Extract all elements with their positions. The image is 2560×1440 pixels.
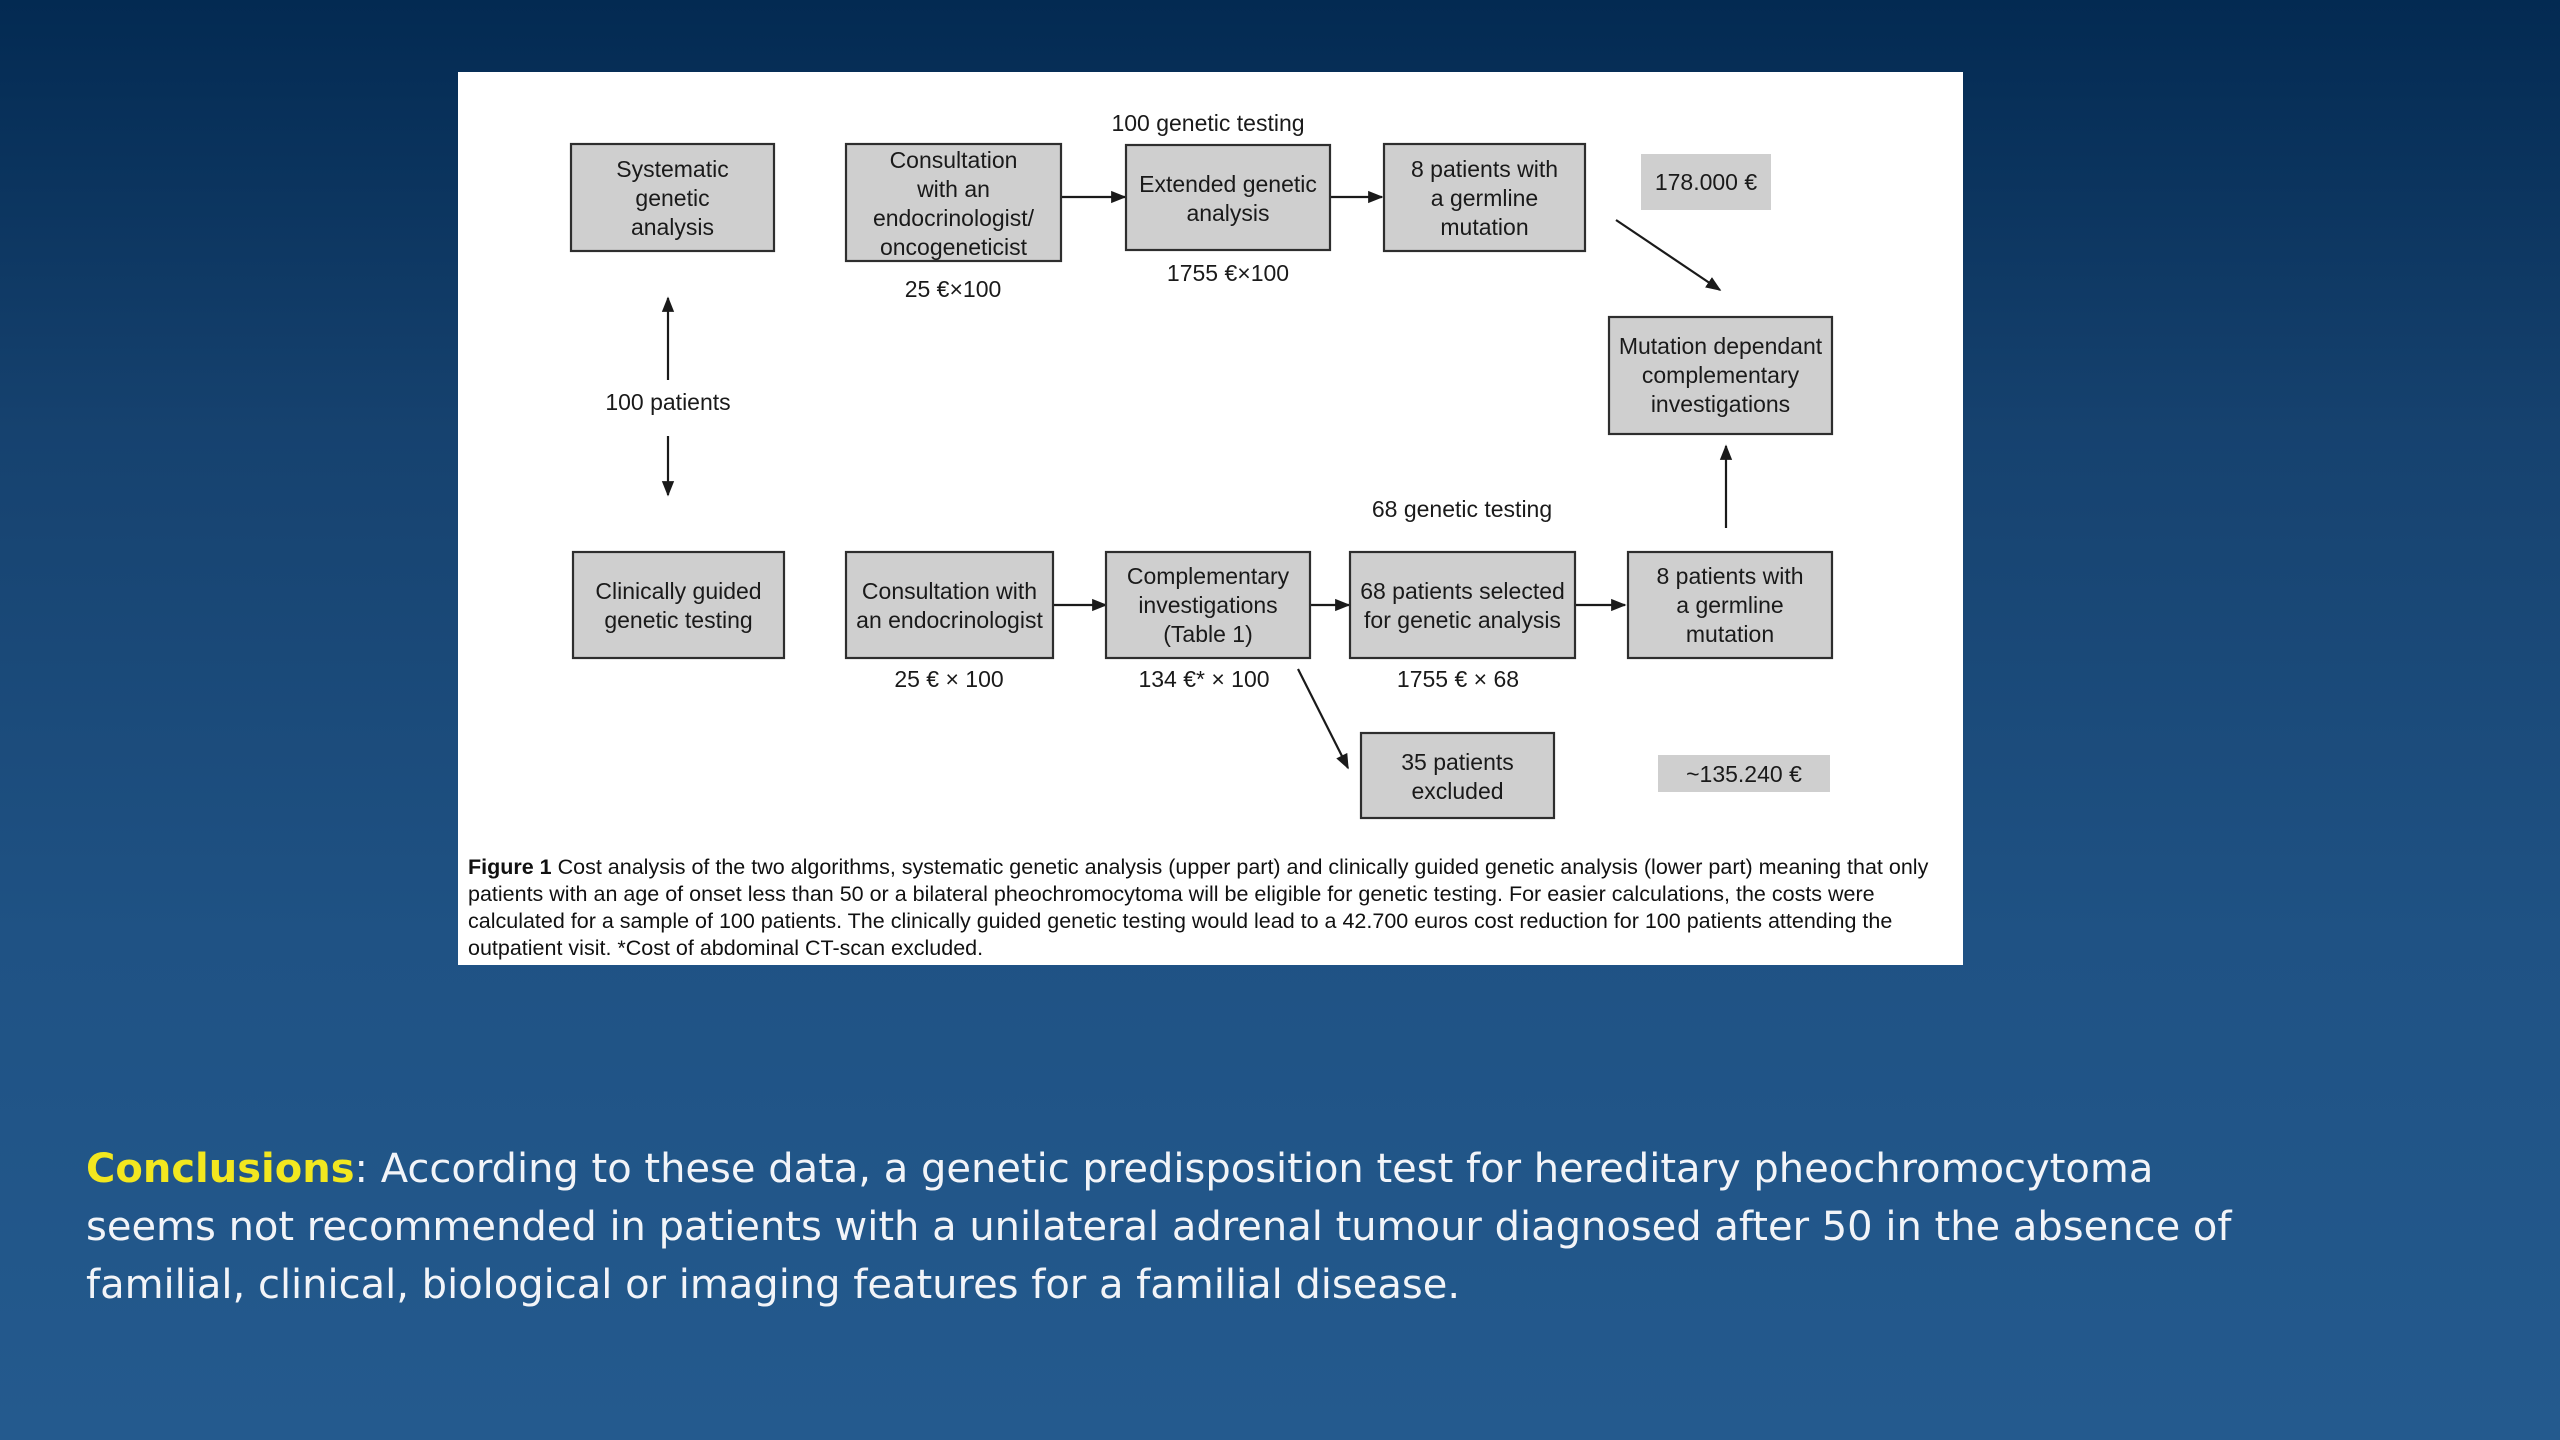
mutation-dependant-box: Mutation dependant complementary investi… — [1607, 315, 1834, 436]
svg-text:analysis: analysis — [1186, 200, 1269, 226]
lower-box-germline: 8 patients with a germline mutation — [1626, 550, 1834, 660]
conclusion-label: Conclusions — [86, 1146, 355, 1192]
svg-text:(Table 1): (Table 1) — [1163, 621, 1252, 647]
lower-box-consultation: Consultation with an endocrinologist — [844, 550, 1055, 660]
svg-text:Complementary: Complementary — [1127, 563, 1290, 589]
lower-consultation-cost: 25 € × 100 — [894, 666, 1003, 692]
caption-text: Cost analysis of the two algorithms, sys… — [468, 855, 1929, 960]
svg-text:excluded: excluded — [1411, 778, 1503, 804]
svg-text:Consultation with: Consultation with — [862, 578, 1037, 604]
upper-extended-cost: 1755 €×100 — [1167, 260, 1289, 286]
svg-text:genetic testing: genetic testing — [604, 607, 752, 633]
lower-complementary-cost: 134 €* × 100 — [1138, 666, 1269, 692]
svg-text:genetic: genetic — [635, 185, 709, 211]
lower-selected-cost: 1755 € × 68 — [1397, 666, 1519, 692]
svg-text:investigations: investigations — [1138, 592, 1277, 618]
arrow-upper-to-mutation — [1615, 219, 1722, 291]
upper-box-extended-analysis: Extended genetic analysis — [1124, 143, 1332, 252]
svg-text:8 patients with: 8 patients with — [1656, 563, 1803, 589]
svg-text:for genetic analysis: for genetic analysis — [1364, 607, 1561, 633]
upper-total-cost: 178.000 € — [1641, 154, 1771, 210]
svg-text:complementary: complementary — [1642, 362, 1800, 388]
figure-caption: Figure 1 Cost analysis of the two algori… — [468, 854, 1958, 962]
conclusion-separator: : — [354, 1146, 368, 1192]
arrow-to-excluded — [1297, 668, 1349, 770]
lower-top-label: 68 genetic testing — [1372, 496, 1552, 522]
svg-text:an endocrinologist: an endocrinologist — [856, 607, 1043, 633]
svg-text:a germline: a germline — [1676, 592, 1783, 618]
svg-text:68 patients selected: 68 patients selected — [1360, 578, 1565, 604]
svg-text:~135.240 €: ~135.240 € — [1686, 761, 1802, 787]
svg-text:oncogeneticist: oncogeneticist — [880, 234, 1028, 260]
svg-text:Extended genetic: Extended genetic — [1139, 171, 1317, 197]
flowchart: 100 genetic testing Systematic genetic a… — [569, 110, 1834, 820]
svg-text:analysis: analysis — [631, 214, 714, 240]
cost-analysis-figure: 100 genetic testing Systematic genetic a… — [458, 72, 1963, 965]
patients-label: 100 patients — [605, 389, 730, 415]
svg-text:178.000 €: 178.000 € — [1655, 169, 1758, 195]
lower-total-cost: ~135.240 € — [1658, 755, 1830, 792]
svg-text:Clinically guided: Clinically guided — [595, 578, 761, 604]
conclusion-text: According to these data, a genetic predi… — [86, 1146, 2232, 1308]
upper-box-germline: 8 patients with a germline mutation — [1382, 142, 1587, 253]
svg-text:8 patients with: 8 patients with — [1411, 156, 1558, 182]
conclusion-paragraph: Conclusions: According to these data, a … — [86, 1140, 2286, 1314]
svg-text:endocrinologist/: endocrinologist/ — [873, 205, 1035, 231]
caption-label: Figure 1 — [468, 855, 552, 879]
svg-text:Systematic: Systematic — [616, 156, 728, 182]
svg-text:Consultation: Consultation — [890, 147, 1018, 173]
lower-box-complementary: Complementary investigations (Table 1) — [1104, 550, 1312, 660]
svg-text:mutation: mutation — [1686, 621, 1774, 647]
svg-text:35 patients: 35 patients — [1401, 749, 1514, 775]
svg-text:investigations: investigations — [1651, 391, 1790, 417]
svg-text:a germline: a germline — [1431, 185, 1538, 211]
upper-box-systematic: Systematic genetic analysis — [569, 142, 776, 253]
svg-text:with an: with an — [916, 176, 990, 202]
lower-box-clinical: Clinically guided genetic testing — [571, 550, 786, 660]
upper-consultation-cost: 25 €×100 — [905, 276, 1002, 302]
svg-text:mutation: mutation — [1440, 214, 1528, 240]
lower-box-selected: 68 patients selected for genetic analysi… — [1348, 550, 1577, 660]
lower-box-excluded: 35 patients excluded — [1359, 731, 1556, 820]
connectors — [661, 190, 1733, 770]
top-label: 100 genetic testing — [1111, 110, 1304, 136]
upper-box-consultation: Consultation with an endocrinologist/ on… — [844, 142, 1063, 263]
svg-text:Mutation dependant: Mutation dependant — [1619, 333, 1823, 359]
